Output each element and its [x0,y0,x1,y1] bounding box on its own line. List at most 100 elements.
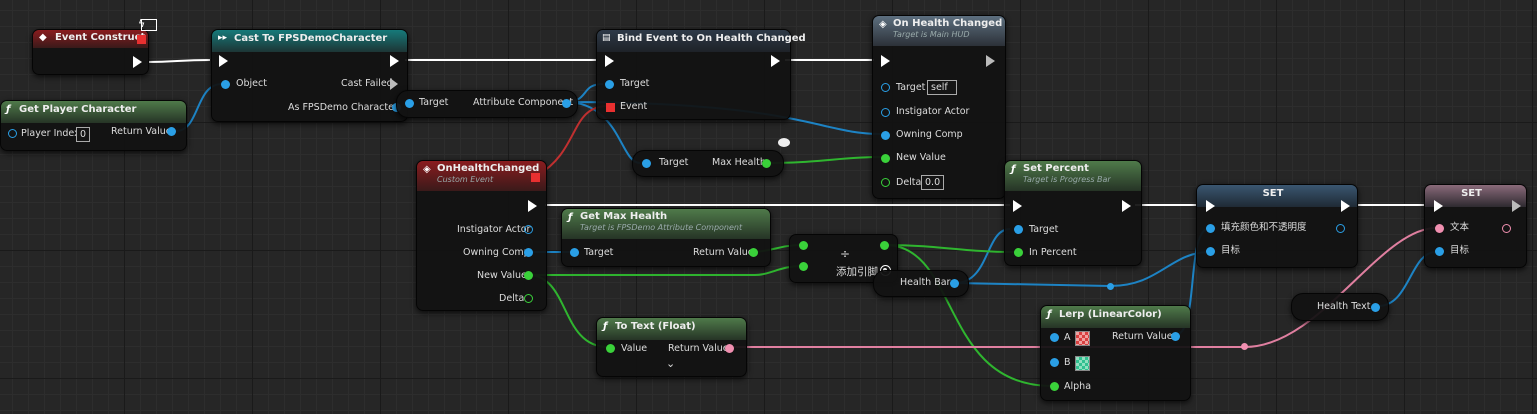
pin-label: Target [1029,224,1059,235]
set-text-node[interactable]: SET 文本 目标 [1424,184,1527,268]
target-pin[interactable] [1014,225,1023,234]
divide-symbol: ÷ [840,247,851,261]
exec-in-pin[interactable] [881,55,890,67]
pin-label: A [1064,332,1071,343]
event-construct-node[interactable]: ◆ Event Construct [32,29,149,75]
cast-failed-pin[interactable] [390,78,398,90]
monitor-icon [141,19,157,31]
target-pin[interactable] [605,80,614,89]
target-pin[interactable] [405,99,414,108]
text-pin[interactable] [1435,224,1444,233]
attribute-component-getter[interactable]: Target Attribute Component [396,90,578,118]
new-value-pin[interactable] [524,271,533,280]
delta-field[interactable]: 0.0 [921,175,945,190]
target-pin[interactable] [1206,247,1215,256]
on-health-changed-call-node[interactable]: ◈ On Health Changed Target is Main HUD T… [872,15,1006,199]
exec-out-pin[interactable] [1341,200,1350,212]
pin-label: 填充颜色和不透明度 [1221,222,1307,233]
add-pin-label[interactable]: 添加引脚 [836,266,878,278]
a-pin[interactable] [1050,333,1059,342]
reroute-knot[interactable] [1107,283,1114,290]
pin-label: Value [621,343,648,354]
return-value-pin[interactable] [167,127,176,136]
color-a-swatch[interactable] [1075,331,1090,346]
color-b-swatch[interactable] [1075,356,1090,371]
fill-color-out-pin[interactable] [1336,224,1345,233]
health-text-getter[interactable]: Health Text [1291,293,1389,321]
delegate-pin[interactable] [531,173,540,182]
bind-event-node[interactable]: ▤ Bind Event to On Health Changed Target… [596,29,806,120]
delegate-pin[interactable] [137,35,146,44]
cast-node[interactable]: ▸▸ Cast To FPSDemoCharacter Object Cast … [211,29,408,122]
max-health-getter[interactable]: Target Max Health [632,150,784,177]
custom-event-node[interactable]: ◈ OnHealthChanged Custom Event Instigato… [416,160,547,311]
node-title: Event Construct [55,32,146,43]
fill-color-pin[interactable] [1206,224,1215,233]
target-pin[interactable] [1435,247,1444,256]
quotient-pin[interactable] [880,241,889,250]
divisor-pin[interactable] [799,262,808,271]
pin-label: Health Text [1317,301,1371,312]
target-pin[interactable] [570,248,579,257]
instigator-actor-pin[interactable] [524,225,533,234]
exec-out-pin[interactable] [771,55,780,67]
return-value-pin[interactable] [1171,332,1180,341]
get-max-health-node[interactable]: ƒ Get Max Health Target is FPSDemo Attri… [561,208,771,267]
new-value-pin[interactable] [881,154,890,163]
pin-label: In Percent [1029,247,1077,258]
health-text-pin[interactable] [1371,303,1380,312]
object-pin[interactable] [221,80,230,89]
health-bar-getter[interactable]: Health Bar [873,270,969,297]
instigator-actor-pin[interactable] [881,108,890,117]
exec-in-pin[interactable] [605,55,614,67]
delta-pin[interactable] [524,294,533,303]
pin-label: B [1064,357,1071,368]
health-bar-pin[interactable] [950,279,959,288]
exec-in-pin[interactable] [1206,200,1215,212]
node-title: Get Player Character [19,104,137,115]
in-percent-pin[interactable] [1014,248,1023,257]
exec-out-pin[interactable] [1122,200,1131,212]
float-wire [884,244,1016,253]
exec-in-pin[interactable] [219,55,228,67]
get-player-character-node[interactable]: ƒ Get Player Character Player Index 0 Re… [0,100,187,151]
node-title: Bind Event to On Health Changed [617,33,806,44]
reroute-knot[interactable] [1241,343,1248,350]
node-title: Lerp (LinearColor) [1059,309,1162,320]
delta-pin[interactable] [881,178,890,187]
comment-bubble-icon [778,138,790,147]
target-pin[interactable] [881,83,890,92]
exec-out-pin[interactable] [1512,200,1521,212]
return-value-pin[interactable] [749,248,758,257]
player-index-field[interactable]: 0 [76,127,91,142]
owning-comp-pin[interactable] [881,131,890,140]
max-health-pin[interactable] [762,159,771,168]
exec-out-pin[interactable] [133,56,142,68]
exec-out-pin[interactable] [390,55,399,67]
exec-in-pin[interactable] [1013,200,1022,212]
exec-in-pin[interactable] [1434,200,1443,212]
set-percent-node[interactable]: ƒ Set Percent Target is Progress Bar Tar… [1004,160,1142,266]
to-text-node[interactable]: ƒ To Text (Float) Value Return Value ⌄ [596,317,747,377]
pin-label: As FPSDemo Character [288,102,398,113]
alpha-pin[interactable] [1050,382,1059,391]
exec-out-pin[interactable] [528,200,537,212]
target-pin[interactable] [642,159,651,168]
event-pin[interactable] [606,103,615,112]
expand-chevron-icon[interactable]: ⌄ [666,357,676,370]
text-out-pin[interactable] [1502,224,1511,233]
node-title: OnHealthChanged [437,163,540,174]
dividend-pin[interactable] [799,241,808,250]
lerp-node[interactable]: ƒ Lerp (LinearColor) A Return Value B Al… [1040,305,1191,401]
owning-comp-pin[interactable] [524,248,533,257]
value-pin[interactable] [606,344,615,353]
b-pin[interactable] [1050,358,1059,367]
attribute-component-pin[interactable] [562,99,571,108]
return-value-pin[interactable] [725,344,734,353]
set-color-node[interactable]: SET 填充颜色和不透明度 目标 [1196,184,1358,268]
exec-out-pin[interactable] [986,55,995,67]
player-index-pin[interactable] [8,129,17,138]
pin-label: Target [584,247,614,258]
pin-label: Return Value [111,126,172,137]
target-field[interactable]: self [927,80,957,95]
